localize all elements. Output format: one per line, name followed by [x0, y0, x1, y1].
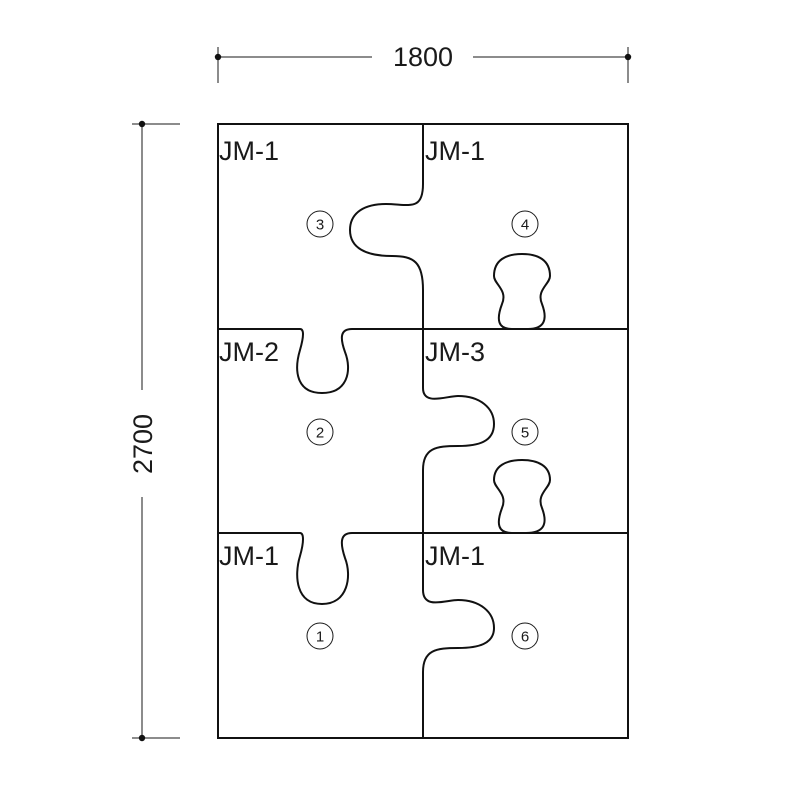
piece-label: JM-1 — [425, 136, 485, 166]
seam-vertical-top — [349, 124, 424, 329]
seam-horizontal-top — [218, 253, 628, 394]
width-dimension: 1800 — [214, 42, 632, 83]
piece-number: 1 — [316, 629, 324, 646]
seam-vertical-bottom — [422, 533, 495, 738]
width-dim-endpoint-left — [214, 53, 222, 61]
piece-number: 5 — [521, 425, 529, 442]
puzzle-piece-top-right: JM-1 4 — [425, 136, 539, 238]
height-dimension-label: 2700 — [128, 414, 158, 474]
piece-label: JM-1 — [219, 136, 279, 166]
piece-number-circle — [511, 210, 539, 238]
piece-number-circle — [511, 418, 539, 446]
piece-label: JM-3 — [425, 337, 485, 367]
piece-label: JM-1 — [219, 541, 279, 571]
height-dim-endpoint-top — [138, 120, 146, 128]
piece-number-circle — [306, 418, 334, 446]
puzzle-piece-bottom-left: JM-1 1 — [219, 541, 334, 650]
puzzle-piece-bottom-right: JM-1 6 — [425, 541, 539, 650]
width-dim-endpoint-right — [624, 53, 632, 61]
puzzle-piece-middle-left: JM-2 2 — [219, 337, 334, 446]
piece-number-circle — [306, 622, 334, 650]
mat-outer-border — [217, 123, 629, 739]
height-dim-endpoint-bottom — [138, 734, 146, 742]
puzzle-piece-middle-right: JM-3 5 — [425, 337, 539, 446]
piece-number: 2 — [316, 425, 324, 442]
seam-vertical-middle — [422, 329, 495, 533]
height-dimension: 2700 — [128, 120, 180, 742]
puzzle-piece-top-left: JM-1 3 — [219, 136, 334, 238]
width-dimension-label: 1800 — [393, 42, 453, 72]
piece-label: JM-1 — [425, 541, 485, 571]
piece-number: 3 — [316, 217, 324, 234]
piece-number: 4 — [521, 217, 529, 234]
piece-number: 6 — [521, 629, 529, 646]
piece-number-circle — [511, 622, 539, 650]
seam-horizontal-bottom — [218, 459, 628, 605]
piece-label: JM-2 — [219, 337, 279, 367]
piece-number-circle — [306, 210, 334, 238]
